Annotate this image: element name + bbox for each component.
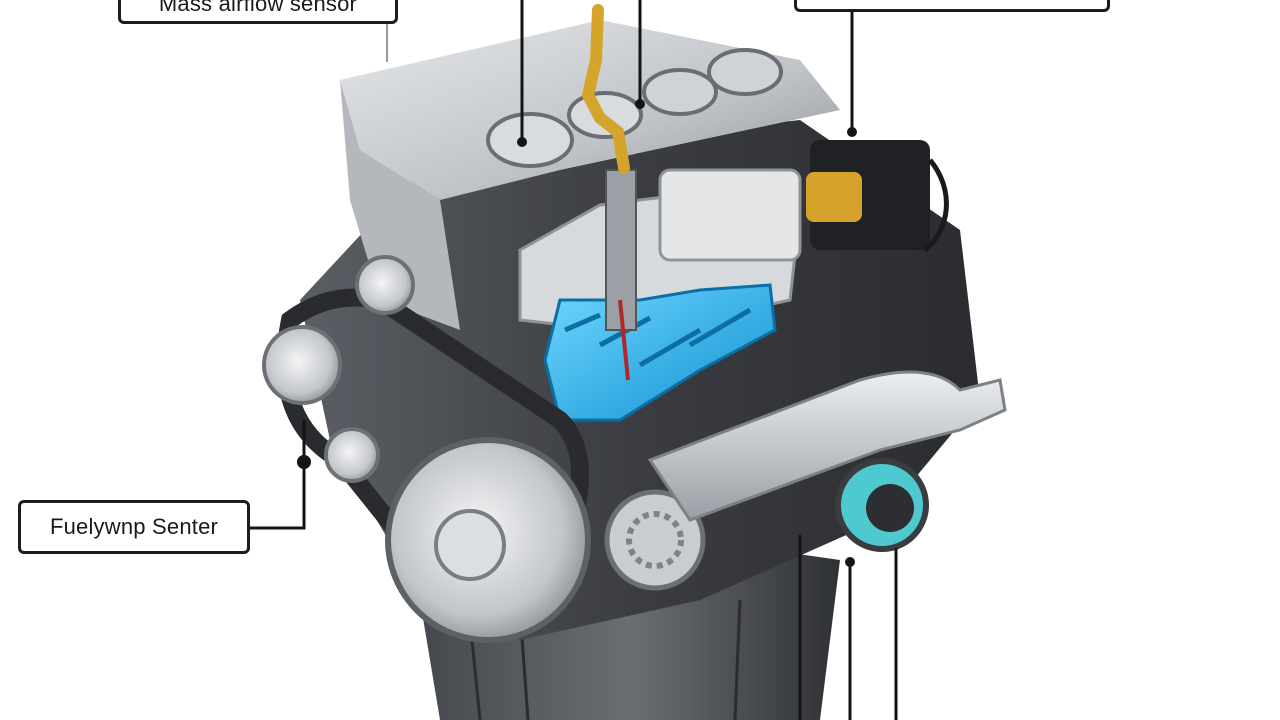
water-pump-bore	[866, 484, 914, 532]
red-wire	[618, 299, 630, 381]
callout-fuel-pump-sender: Fuelywnp Senter	[18, 500, 250, 554]
yellow-reservoir	[806, 172, 862, 222]
leader-top-right-dot	[847, 127, 857, 137]
crankshaft-hub	[434, 509, 506, 581]
sensor-housing	[810, 140, 930, 250]
callout-mass-airflow-sensor-text: Mass airflow sensor	[158, 0, 358, 16]
cam-port-3	[642, 68, 718, 116]
valve-cover-left	[340, 80, 460, 330]
sensor-wiring	[923, 158, 949, 252]
callout-top-right	[794, 0, 1110, 12]
coolant-pipe	[647, 370, 1007, 522]
callout-mass-airflow-sensor: Mass airflow sensor	[118, 0, 398, 24]
cam-port-1	[486, 112, 574, 168]
leader-fuel-dot	[297, 455, 311, 469]
leader-brass-dot	[635, 99, 645, 109]
throttle-body	[658, 168, 802, 262]
leader-bottom-dot	[845, 557, 855, 567]
idler-pulley-lower	[324, 427, 380, 483]
callout-fuel-pump-sender-text: Fuelywnp Senter	[49, 514, 219, 539]
tensioner-pulley	[262, 325, 342, 405]
brass-fuel-line	[581, 4, 630, 174]
alternator	[604, 489, 706, 591]
idler-pulley-upper	[355, 255, 415, 315]
alternator-fan	[626, 511, 684, 569]
leader-maf-dot	[517, 137, 527, 147]
cam-port-4	[707, 48, 783, 96]
leader-fuel	[250, 420, 306, 530]
